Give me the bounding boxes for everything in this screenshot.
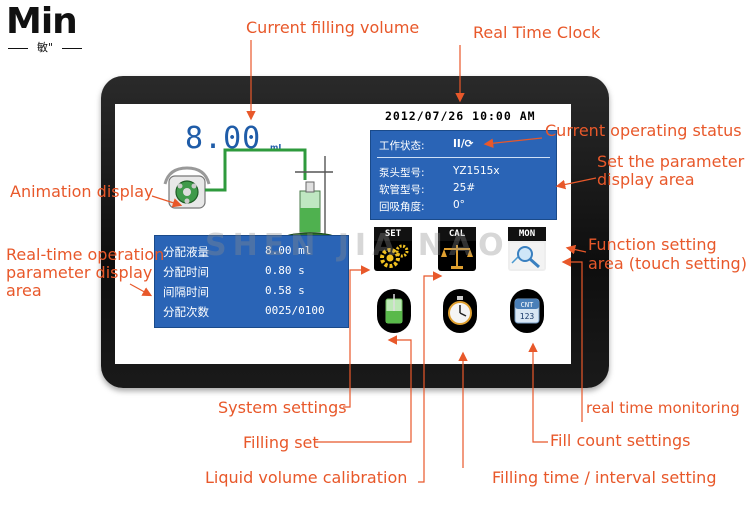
param-value: 0.58 s [265, 284, 305, 297]
label-current-operating-status: Current operating status [545, 121, 742, 140]
label-filling-set: Filling set [243, 433, 319, 452]
status-row: 泵头型号: YZ1515x [379, 165, 500, 180]
volume-unit: mL [270, 143, 284, 152]
label-realtime-params-1: Real-time operation [6, 245, 165, 264]
button-label: SET [374, 227, 412, 241]
counter-label: CNT [521, 301, 534, 309]
param-row: 分配液量 8.00 ml [163, 244, 311, 260]
work-status-value: II/⟳ [453, 138, 474, 150]
gears-icon [374, 241, 412, 271]
param-value: 0.80 s [265, 264, 305, 277]
work-status-label: 工作状态: [379, 140, 425, 152]
magnifier-icon [508, 241, 546, 271]
filling-bottle-icon [385, 294, 403, 324]
device-bezel: 2012/07/26 10:00 AM 8.00 mL [101, 76, 609, 388]
tube-line [205, 148, 307, 192]
label-realtime-params-2: parameter display [6, 263, 153, 282]
button-label: CAL [438, 227, 476, 241]
label-current-filling-volume: Current filling volume [246, 18, 420, 37]
label-filling-time-interval: Filling time / interval setting [492, 468, 717, 487]
fill-count-button[interactable]: CNT 123 [510, 289, 544, 333]
system-settings-button[interactable]: SET [373, 227, 413, 271]
status-row-label: 回吸角度: [379, 201, 425, 213]
param-row: 间隔时间 0.58 s [163, 284, 305, 300]
calibration-button[interactable]: CAL [437, 227, 477, 271]
label-function-setting-2: area (touch setting) [588, 254, 747, 273]
filling-time-interval-button[interactable] [443, 289, 477, 333]
label-function-setting-1: Function setting [588, 235, 717, 254]
realtime-parameter-panel: 分配液量 8.00 ml 分配时间 0.80 s 间隔时间 0.58 s 分配次… [154, 235, 349, 328]
label-set-parameter-1: Set the parameter [597, 152, 745, 171]
button-label: MON [508, 227, 546, 241]
logo-text: Min [6, 1, 78, 42]
label-liquid-volume-calibration: Liquid volume calibration [205, 468, 408, 487]
logo-subtext: 敏" [6, 42, 84, 54]
status-row-label: 泵头型号: [379, 167, 425, 179]
touch-screen: 2012/07/26 10:00 AM 8.00 mL [115, 104, 571, 364]
label-real-time-monitoring: real time monitoring [586, 399, 740, 417]
status-divider [377, 157, 550, 158]
param-row: 分配次数 0025/0100 [163, 304, 325, 320]
real-time-clock: 2012/07/26 10:00 AM [385, 109, 536, 123]
label-system-settings: System settings [218, 398, 347, 417]
param-label: 分配时间 [163, 265, 209, 279]
status-row-value: 25# [453, 182, 476, 194]
status-row-value: YZ1515x [453, 165, 500, 177]
status-row: 软管型号: 25# [379, 182, 475, 197]
param-label: 间隔时间 [163, 285, 209, 299]
label-animation-display: Animation display [10, 182, 154, 201]
param-row: 分配时间 0.80 s [163, 264, 305, 280]
status-row-value: 0° [453, 199, 465, 211]
monitor-button[interactable]: MON [507, 227, 547, 271]
filling-set-button[interactable] [377, 289, 411, 333]
status-row-label: 软管型号: [379, 184, 425, 196]
label-fill-count-settings: Fill count settings [550, 431, 691, 450]
balance-scale-icon [438, 241, 476, 271]
parameter-status-panel: 工作状态: II/⟳ 泵头型号: YZ1515x 软管型号: 25# 回吸角度:… [370, 130, 557, 220]
status-row: 回吸角度: 0° [379, 199, 465, 214]
param-value: 8.00 ml [265, 244, 312, 257]
counter-icon: CNT 123 [514, 298, 540, 324]
label-real-time-clock: Real Time Clock [473, 23, 601, 42]
label-set-parameter-2: display area [597, 170, 695, 189]
label-realtime-params-3: area [6, 281, 42, 300]
work-status-row: 工作状态: II/⟳ [379, 138, 473, 153]
brand-logo: Min 敏" [6, 2, 84, 54]
watermark: SHEN JIA NAO [205, 228, 510, 263]
param-label: 分配次数 [163, 305, 209, 319]
counter-value: 123 [520, 312, 535, 321]
param-label: 分配液量 [163, 245, 209, 259]
stopwatch-icon [448, 296, 472, 325]
param-value: 0025/0100 [265, 304, 325, 317]
